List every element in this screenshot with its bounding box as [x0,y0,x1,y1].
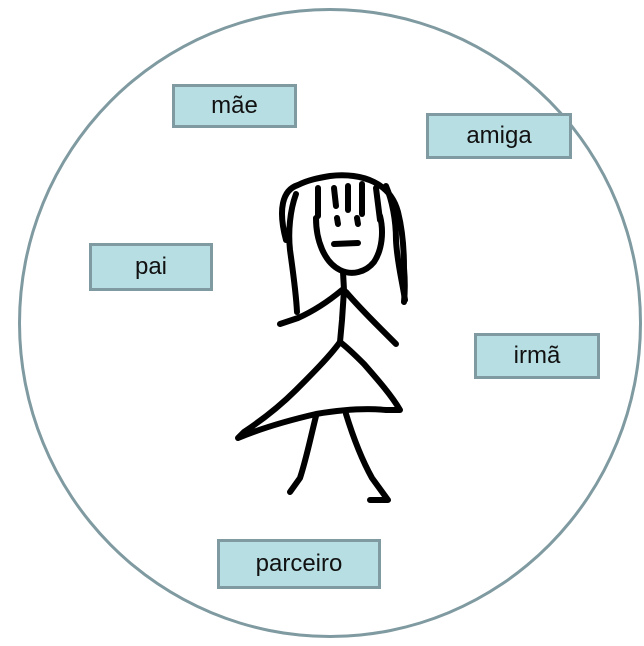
label-parceiro-text: parceiro [256,552,343,576]
label-pai: pai [89,243,213,291]
label-amiga: amiga [426,113,572,159]
label-irma-text: irmã [514,344,561,368]
label-pai-text: pai [135,255,167,279]
label-irma: irmã [474,333,600,379]
label-amiga-text: amiga [466,124,531,148]
label-parceiro: parceiro [217,539,381,589]
label-mae-text: mãe [211,94,258,118]
label-mae: mãe [172,84,297,128]
